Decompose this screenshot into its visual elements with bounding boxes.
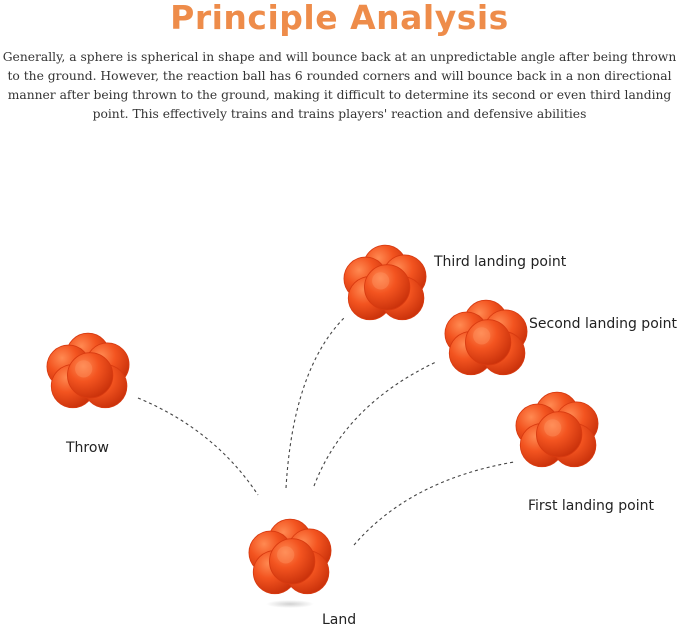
land-ball (248, 518, 332, 595)
description-text: Generally, a sphere is spherical in shap… (2, 50, 677, 121)
throw-ball (46, 332, 130, 409)
third-landing-label: Third landing point (434, 254, 567, 270)
second-landing-label: Second landing point (529, 316, 678, 332)
land-label: Land (322, 612, 357, 628)
land-ball-shadow (266, 600, 314, 608)
second-bounce-path (313, 361, 437, 487)
throw-path (137, 397, 259, 496)
second-landing-ball (444, 299, 528, 376)
third-landing-ball (343, 244, 427, 321)
first-landing-label: First landing point (528, 498, 654, 514)
first-landing-ball (515, 391, 599, 468)
page-title: Principle Analysis (170, 0, 509, 37)
first-bounce-path (353, 461, 515, 546)
third-bounce-path (285, 317, 345, 489)
throw-label: Throw (66, 440, 109, 456)
